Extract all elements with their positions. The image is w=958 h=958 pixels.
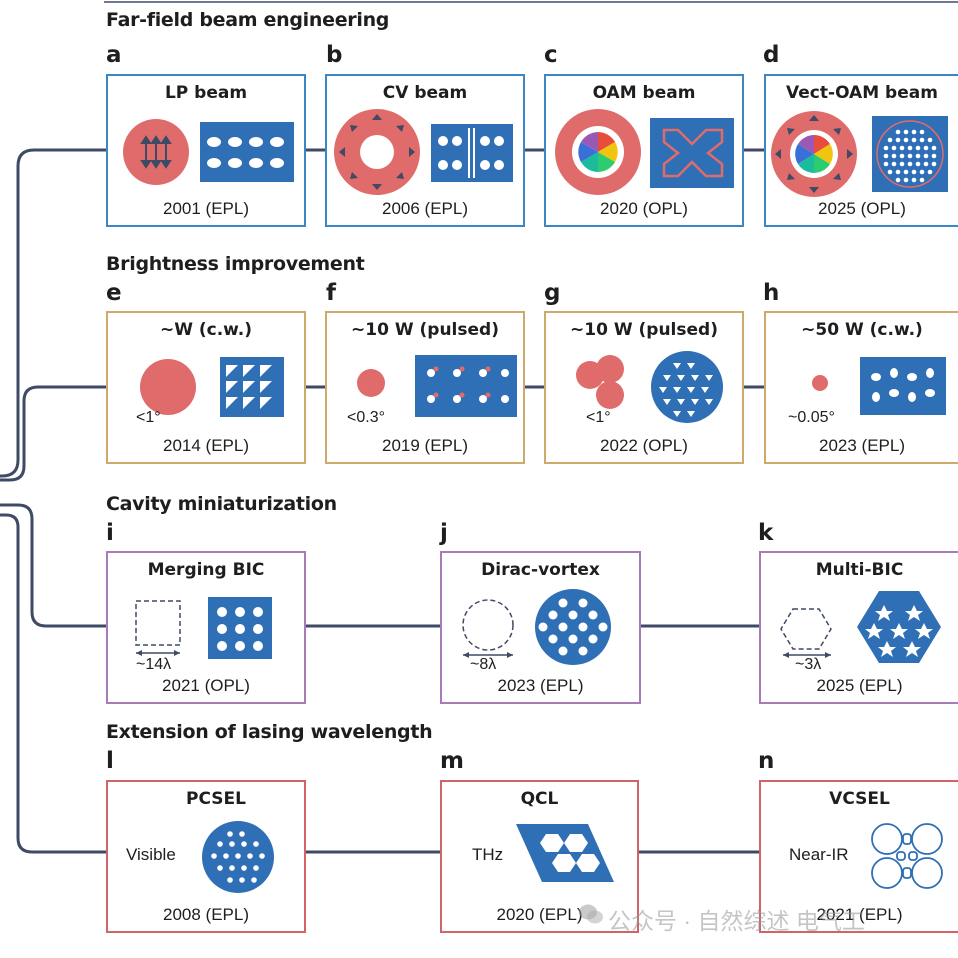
section-title-far-field: Far-field beam engineering [106,9,390,31]
panel-b-title: CV beam [382,83,468,103]
panel-j-illustration [462,589,611,665]
panel-n-title: VCSEL [829,789,890,809]
panel-j-title: Dirac-vortex [481,560,600,580]
panel-e-angle: <1° [136,409,161,426]
panel-e-year: 2014 (EPL) [163,436,249,455]
section-title-wavelength: Extension of lasing wavelength [106,721,433,743]
panel-letter-d: d [763,42,780,68]
panel-f-brightness: ~10 W (pulsed) <0.3° 2019 (EPL) [325,311,525,464]
panel-letter-m: m [440,748,464,774]
panel-i-year: 2021 (OPL) [162,676,250,695]
section-title-brightness: Brightness improvement [106,253,365,275]
panel-letter-j: j [440,520,448,546]
oam-beam-illustration [555,109,734,195]
panel-k-title: Multi-BIC [815,560,904,580]
panel-l-band: Visible [126,845,176,864]
panel-i-title: Merging BIC [147,560,265,580]
panel-n-year: 2021 (EPL) [816,905,903,924]
panel-letter-f: f [326,280,337,306]
panel-j-dirac-vortex: Dirac-vortex ~8λ 2023 (EPL) [440,551,641,704]
panel-m-qcl: QCL THz 2020 (EPL) [440,780,639,933]
panel-l-illustration [202,821,274,893]
panel-c-title: OAM beam [592,83,696,103]
panel-a-year: 2001 (EPL) [163,199,249,218]
panel-letter-l: l [106,748,114,774]
panel-n-illustration [871,823,943,889]
panel-j-year: 2023 (EPL) [497,676,584,695]
panel-letter-a: a [106,42,122,68]
panel-c-oam-beam: OAM beam 2020 (OPL) [544,74,744,227]
panel-c-year: 2020 (OPL) [600,199,688,218]
vect-oam-beam-illustration [771,111,948,197]
panel-m-year: 2020 (EPL) [496,905,583,924]
panel-i-merging-bic: Merging BIC ~14λ 2021 (OPL) [106,551,306,704]
panel-e-illustration [140,357,284,417]
panel-letter-g: g [544,280,561,306]
panel-e-brightness: ~W (c.w.) <1° 2014 (EPL) [106,311,306,464]
panel-g-title: ~10 W (pulsed) [570,320,718,340]
panel-letter-i: i [106,520,114,546]
panel-d-title: Vect-OAM beam [786,83,938,103]
panel-g-illustration [576,351,723,423]
panel-h-angle: ~0.05° [788,409,835,426]
panel-i-size: ~14λ [136,656,172,673]
cv-beam-illustration [334,109,513,195]
panel-m-illustration [516,824,614,882]
panel-d-vect-oam-beam: Vect-OAM beam 2025 (OPL [764,74,958,227]
panel-h-illustration [812,357,946,415]
wechat-icon [579,904,603,924]
panel-f-illustration [357,355,517,417]
panel-letter-n: n [758,748,775,774]
panel-g-angle: <1° [586,409,611,426]
panel-m-title: QCL [520,789,559,809]
panel-n-band: Near-IR [789,845,849,864]
panel-h-year: 2023 (EPL) [819,436,905,455]
panel-l-title: PCSEL [186,789,246,809]
panel-e-title: ~W (c.w.) [159,320,253,340]
panel-b-cv-beam: CV beam 2006 (EPL) [325,74,525,227]
lp-beam-illustration [123,119,294,185]
panel-g-year: 2022 (OPL) [600,436,688,455]
panel-letter-k: k [758,520,774,546]
watermark-text: 公众号 · 自然综述 电气工 [608,908,865,934]
panel-k-year: 2025 (EPL) [816,676,903,695]
panel-letter-c: c [544,42,558,68]
panel-k-illustration [780,591,941,663]
panel-i-illustration [135,597,272,659]
panel-f-title: ~10 W (pulsed) [351,320,499,340]
panel-b-year: 2006 (EPL) [382,199,468,218]
panel-m-band: THz [472,845,504,864]
panel-g-brightness: ~10 W (pulsed) <1° 2022 (OPL) [544,311,744,464]
panel-a-title: LP beam [164,83,248,103]
panel-j-size: ~8λ [470,656,497,673]
panel-k-multi-bic: Multi-BIC ~3λ 2025 (EPL) [759,551,958,704]
panel-letter-h: h [763,280,780,306]
panel-f-angle: <0.3° [347,409,385,426]
panel-f-year: 2019 (EPL) [382,436,468,455]
panel-d-year: 2025 (OPL) [818,199,906,218]
panel-l-pcsel: PCSEL Visible 2008 (EPL) [106,780,306,933]
panel-letter-b: b [326,42,343,68]
panel-letter-e: e [106,280,122,306]
section-title-cavity: Cavity miniaturization [106,493,337,515]
panel-n-vcsel: VCSEL Near-IR 2021 (EPL) [759,780,958,933]
panel-l-year: 2008 (EPL) [163,905,249,924]
panel-k-size: ~3λ [795,656,822,673]
panel-h-title: ~50 W (c.w.) [801,320,923,340]
panel-a-lp-beam: LP beam 2001 (EPL) [106,74,306,227]
panel-h-brightness: ~50 W (c.w.) ~0.05° 2023 (EPL) [764,311,958,464]
